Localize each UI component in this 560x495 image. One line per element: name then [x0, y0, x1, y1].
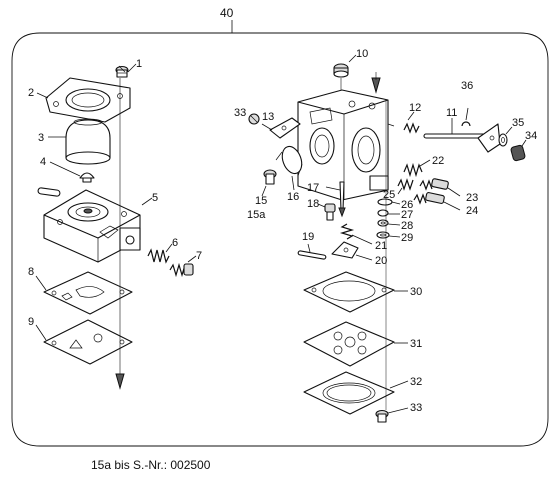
label-17: 17 [307, 182, 319, 194]
part-21-spring [339, 223, 355, 240]
label-33-bottom: 33 [410, 402, 422, 414]
part-20-metering-lever [331, 241, 359, 259]
part-10-nut [333, 63, 349, 78]
label-29: 29 [401, 232, 413, 244]
part-28-ring [377, 219, 389, 227]
label-28: 28 [401, 220, 413, 232]
choke-lever [477, 123, 501, 153]
label-20: 20 [375, 255, 387, 267]
part-25-spring [397, 178, 414, 191]
label-30: 30 [410, 286, 422, 298]
part-22-spring [403, 162, 423, 178]
label-3: 3 [38, 132, 44, 144]
part-32-cover [303, 371, 395, 415]
part-27-disc [377, 209, 389, 217]
label-19: 19 [302, 231, 314, 243]
part-33-screw-top [248, 113, 260, 125]
label-24: 24 [466, 205, 478, 217]
label-2: 2 [28, 87, 34, 99]
part-26-disc [377, 198, 393, 206]
label-35: 35 [512, 117, 524, 129]
label-9: 9 [28, 316, 34, 328]
label-34: 34 [525, 130, 537, 142]
label-15: 15 [255, 195, 267, 207]
label-32: 32 [410, 376, 422, 388]
carburetor-body [297, 89, 395, 201]
label-27: 27 [401, 209, 413, 221]
part-12-spring [403, 122, 420, 134]
part-6-spring [147, 248, 170, 264]
label-18: 18 [307, 198, 319, 210]
part-9-gasket [43, 319, 133, 365]
label-33-top: 33 [234, 107, 246, 119]
part-1-screw [115, 65, 129, 78]
label-8: 8 [28, 266, 34, 278]
part-24-needle [413, 192, 445, 205]
part-31-diaphragm [303, 321, 395, 367]
label-31: 31 [410, 338, 422, 350]
part-23-needle [419, 178, 449, 191]
part-8-pump-diaphragm [43, 271, 133, 315]
label-26: 26 [401, 199, 413, 211]
part-34-knob [510, 144, 526, 162]
label-13: 13 [262, 111, 274, 123]
label-12: 12 [409, 102, 421, 114]
label-7: 7 [196, 250, 202, 262]
part-15-screw [263, 169, 277, 185]
part-19-pin [297, 250, 327, 260]
part-13-clip [269, 117, 301, 139]
label-16: 16 [287, 191, 299, 203]
label-15a: 15a [247, 209, 266, 221]
label-6: 6 [172, 237, 178, 249]
part-29-ring [376, 231, 390, 239]
part-4-valve [79, 172, 95, 183]
label-4: 4 [40, 156, 46, 168]
label-22: 22 [432, 155, 444, 167]
label-10: 10 [356, 48, 368, 60]
part-16-plate [275, 145, 303, 175]
part-5-pump-housing [37, 187, 141, 263]
assembly-number: 40 [220, 6, 234, 20]
label-11: 11 [446, 107, 457, 119]
label-23: 23 [466, 192, 478, 204]
part-30-gasket [303, 271, 395, 313]
part-3-primer-bulb [65, 118, 111, 165]
part-2-cover [45, 77, 131, 123]
assembly-frame [11, 32, 549, 447]
label-5: 5 [152, 192, 158, 204]
label-21: 21 [375, 240, 387, 252]
label-36: 36 [461, 80, 473, 92]
part-33-screw-bottom [375, 409, 389, 423]
label-1: 1 [136, 58, 142, 70]
part-18-screw [324, 203, 336, 221]
part-35-washer [498, 133, 508, 147]
part-36-clip [461, 121, 471, 127]
footnote-serial-range: 15a bis S.-Nr.: 002500 [91, 458, 211, 472]
part-17-inlet-needle [338, 181, 346, 218]
part-7-adjusting-screw [169, 262, 194, 278]
